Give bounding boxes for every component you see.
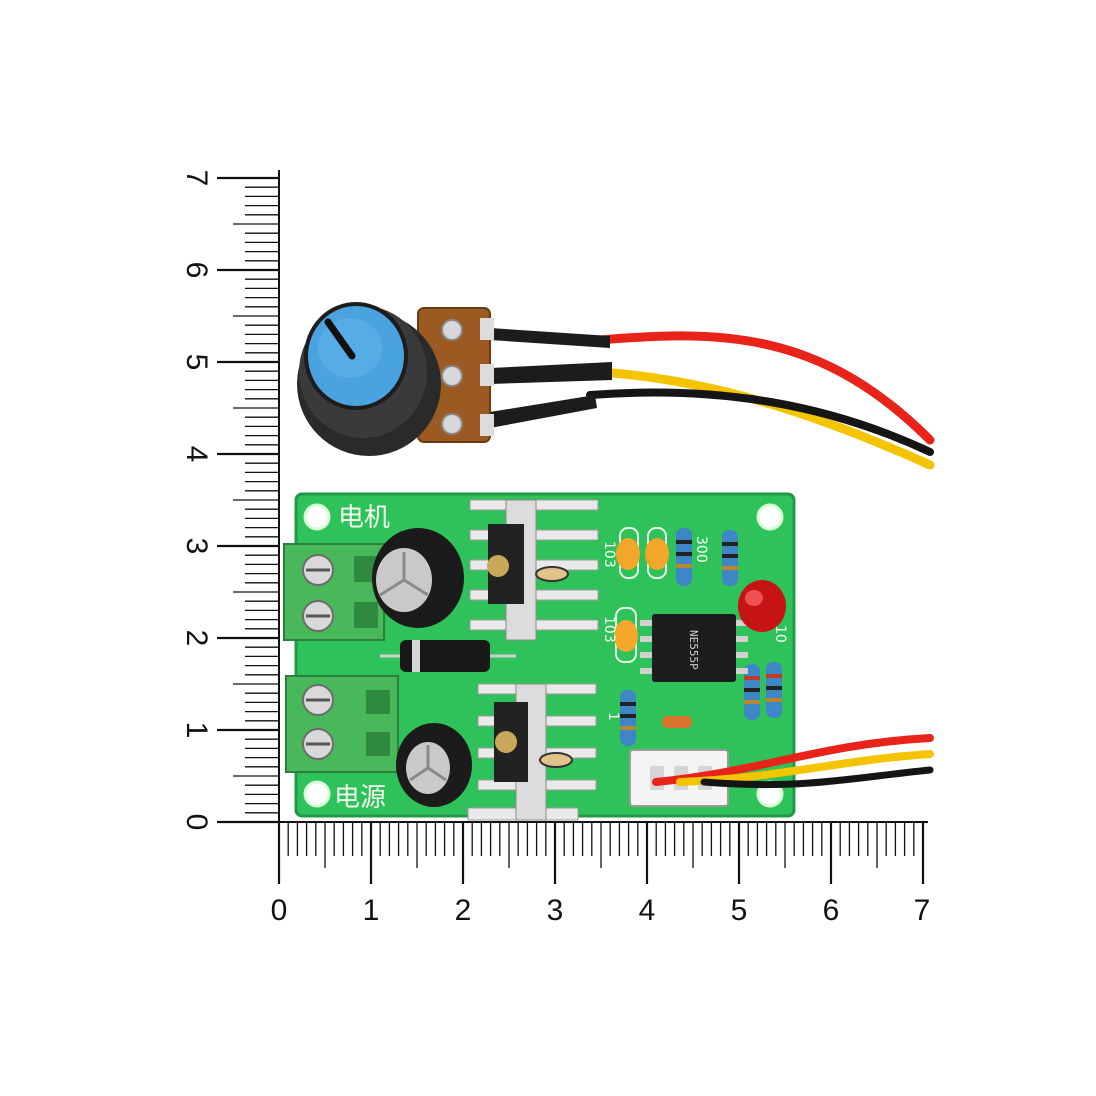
electrolytic-capacitor-small bbox=[396, 723, 472, 807]
horizontal-ruler: 0 1 2 3 4 5 6 7 bbox=[271, 821, 931, 927]
motor-terminal-block bbox=[283, 543, 385, 641]
electrolytic-capacitor-large bbox=[372, 528, 464, 628]
pwm-controller-board: 电机 电源 bbox=[283, 492, 796, 821]
vertical-ruler-label: 2 bbox=[180, 630, 213, 647]
horizontal-ruler-label: 7 bbox=[914, 894, 931, 927]
marking-103-b: 103 bbox=[601, 616, 617, 643]
ceramic-capacitors bbox=[614, 527, 669, 663]
vertical-ruler-label: 3 bbox=[180, 538, 213, 555]
horizontal-ruler-ticks bbox=[277, 822, 925, 884]
marking-103-a: 103 bbox=[601, 541, 617, 568]
vertical-ruler: 0 1 2 3 4 5 6 7 bbox=[180, 170, 280, 831]
horizontal-ruler-label: 5 bbox=[731, 894, 748, 927]
horizontal-ruler-label: 0 bbox=[271, 894, 288, 927]
marking-300: 300 bbox=[693, 536, 709, 563]
connector-wires bbox=[652, 734, 934, 789]
potentiometer-wires bbox=[490, 328, 935, 470]
vertical-ruler-ticks bbox=[217, 176, 279, 824]
vertical-ruler-label: 0 bbox=[180, 814, 213, 831]
vertical-ruler-label: 6 bbox=[180, 262, 213, 279]
horizontal-ruler-label: 2 bbox=[455, 894, 472, 927]
power-terminal-block bbox=[285, 675, 399, 773]
vertical-ruler-label: 1 bbox=[180, 722, 213, 739]
vertical-ruler-label: 7 bbox=[180, 170, 213, 187]
horizontal-ruler-label: 3 bbox=[547, 894, 564, 927]
vertical-ruler-label: 5 bbox=[180, 354, 213, 371]
marking-10: 10 bbox=[772, 625, 788, 643]
heatsink-bottom bbox=[467, 683, 597, 821]
horizontal-ruler-label: 1 bbox=[363, 894, 380, 927]
chip-label: NE555P bbox=[687, 630, 700, 670]
red-led bbox=[738, 580, 786, 632]
heatsink-top bbox=[469, 499, 599, 641]
resistors bbox=[620, 528, 782, 746]
power-label: 电源 bbox=[334, 783, 386, 813]
horizontal-ruler-label: 4 bbox=[639, 894, 656, 927]
vertical-ruler-label: 4 bbox=[180, 446, 213, 463]
marking-1: 1 bbox=[605, 712, 621, 721]
potentiometer bbox=[297, 302, 494, 456]
ne555-chip: NE555P bbox=[640, 614, 748, 682]
horizontal-ruler-label: 6 bbox=[823, 894, 840, 927]
diode bbox=[380, 640, 516, 672]
motor-label: 电机 bbox=[338, 503, 390, 533]
